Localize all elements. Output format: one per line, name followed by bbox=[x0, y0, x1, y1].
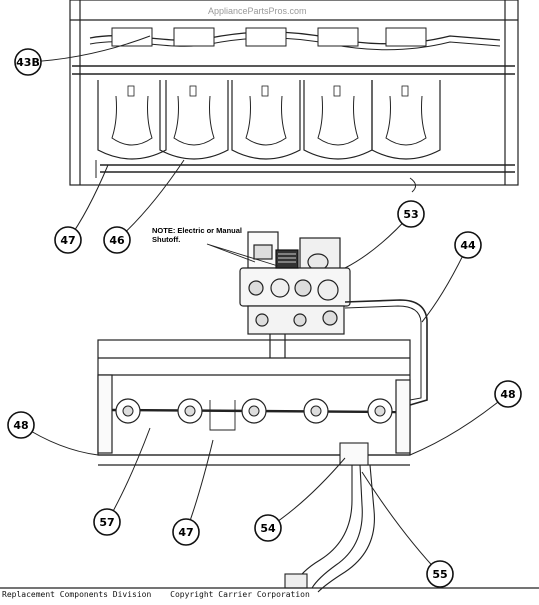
orifice bbox=[115, 398, 141, 424]
leader-line bbox=[361, 471, 441, 575]
note-line-2: Shutoff. bbox=[152, 235, 180, 244]
watermark-text: AppliancePartsPros.com bbox=[208, 6, 307, 16]
orifice bbox=[241, 398, 267, 424]
orifice-ports bbox=[115, 398, 393, 424]
callout-label: 47 bbox=[178, 526, 193, 539]
burner-tube bbox=[371, 27, 441, 160]
callout-bubble: 55 bbox=[426, 560, 454, 588]
callout-bubble: 48 bbox=[494, 380, 522, 408]
callout-label: 55 bbox=[432, 568, 447, 581]
note-line-1: NOTE: Electric or Manual bbox=[152, 226, 242, 235]
note-arrow bbox=[206, 243, 279, 267]
orifice bbox=[303, 398, 329, 424]
leader-line bbox=[106, 427, 151, 523]
burner-assembly-lower bbox=[97, 339, 411, 466]
footer-copyright: Copyright Carrier Corporation bbox=[170, 590, 310, 599]
callout-bubble: 43B bbox=[14, 48, 42, 76]
callout-bubble: 46 bbox=[103, 226, 131, 254]
callout-bubble: 53 bbox=[397, 200, 425, 228]
callout-bubble: 47 bbox=[54, 226, 82, 254]
callout-label: 48 bbox=[500, 388, 515, 401]
callout-label: 53 bbox=[403, 208, 418, 221]
orifice bbox=[367, 398, 393, 424]
burner-tube bbox=[303, 27, 373, 160]
callout-label: 44 bbox=[460, 239, 476, 252]
footer-text: Replacement Components Division Copyrigh… bbox=[2, 590, 537, 600]
callout-label: 47 bbox=[60, 234, 75, 247]
callout-label: 43B bbox=[16, 56, 40, 69]
callout-bubble: 44 bbox=[454, 231, 482, 259]
callout-label: 48 bbox=[13, 419, 28, 432]
leader-line bbox=[409, 393, 509, 456]
orifice bbox=[177, 398, 203, 424]
burner-tube bbox=[231, 27, 301, 160]
callout-bubble: 47 bbox=[172, 518, 200, 546]
footer-division: Replacement Components Division bbox=[2, 590, 152, 599]
callout-bubbles: 43B 47 46 53 44 48 48 57 47 54 55 bbox=[7, 48, 522, 588]
callout-bubble: 48 bbox=[7, 411, 35, 439]
wire-harness bbox=[284, 442, 375, 593]
burner-tube bbox=[159, 27, 229, 160]
burner-tube bbox=[97, 27, 167, 160]
callout-label: 57 bbox=[99, 516, 114, 529]
gas-supply-tube bbox=[344, 299, 428, 406]
callout-label: 54 bbox=[260, 522, 276, 535]
leader-line bbox=[267, 457, 346, 529]
burner-tubes bbox=[97, 27, 441, 160]
gas-valve bbox=[239, 231, 351, 335]
callout-label: 46 bbox=[109, 234, 125, 247]
callout-bubble: 57 bbox=[93, 508, 121, 536]
callout-bubble: 54 bbox=[254, 514, 282, 542]
leader-line bbox=[185, 439, 214, 533]
